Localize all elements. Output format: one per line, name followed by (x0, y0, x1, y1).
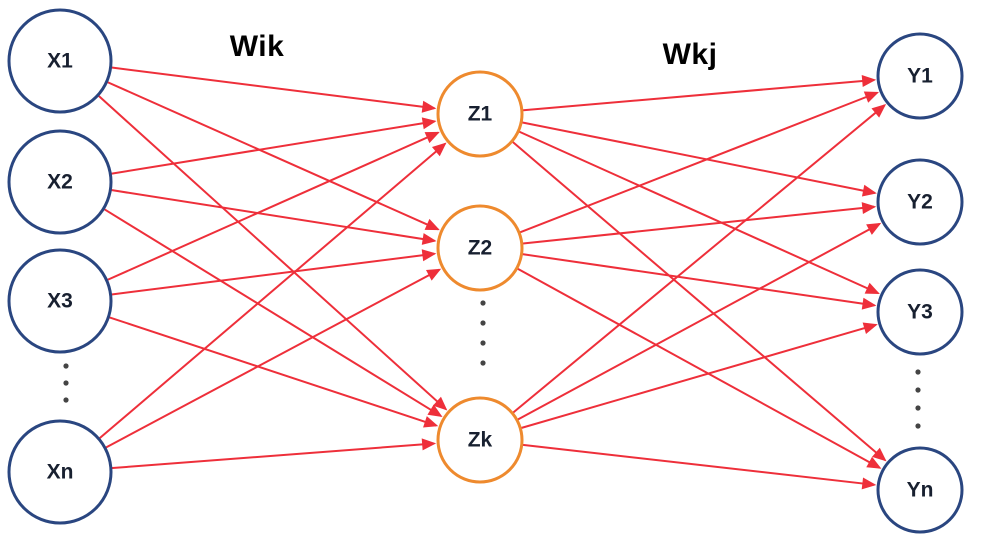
node-Y3: Y3 (876, 268, 964, 356)
edge-X1-Z2 (106, 80, 440, 231)
node-Yn: Yn (876, 446, 964, 534)
node-label-Xn: Xn (47, 461, 74, 484)
ellipsis-dot (480, 340, 486, 346)
edge-X1-Z1 (110, 66, 437, 113)
edge-Z2-Y2 (521, 202, 877, 245)
node-Y2: Y2 (876, 158, 964, 246)
node-Z2: Z2 (436, 204, 524, 292)
node-X1: X1 (7, 8, 113, 114)
node-X2: X2 (7, 129, 113, 235)
edge-X3-Z2 (110, 249, 437, 296)
edge-Zk-Y3 (520, 322, 878, 430)
edge-Zk-Y2 (516, 222, 882, 421)
edge-X2-Zk (102, 207, 443, 417)
node-circle-X1 (7, 8, 113, 114)
node-Zk: Zk (436, 396, 524, 484)
node-label-X2: X2 (47, 171, 73, 194)
node-label-Y1: Y1 (907, 65, 933, 88)
node-circle-Yn (876, 446, 964, 534)
edges (97, 66, 887, 490)
edge-Z1-Y2 (520, 121, 877, 197)
node-circle-Y1 (876, 32, 964, 120)
node-label-Zk: Zk (468, 429, 493, 452)
node-X3: X3 (7, 248, 113, 354)
edge-X2-Z2 (110, 188, 437, 245)
ellipsis-dot (63, 380, 69, 386)
ellipsis-dot (915, 369, 921, 375)
edge-Z2-Yn (516, 267, 882, 469)
node-circle-X2 (7, 129, 113, 235)
node-circle-Y2 (876, 158, 964, 246)
node-circle-Zk (436, 396, 524, 484)
node-label-X3: X3 (47, 290, 73, 313)
ellipsis-dot (63, 397, 69, 403)
node-label-Z1: Z1 (468, 103, 493, 126)
node-label-Yn: Yn (907, 479, 934, 502)
edge-X1-Zk (97, 94, 448, 411)
edge-Xn-Z2 (104, 268, 442, 449)
weight-label-wkj: Wkj (662, 38, 718, 71)
node-Xn: Xn (7, 419, 113, 525)
ellipsis-dot (480, 300, 486, 306)
edge-Z1-Yn (511, 140, 887, 462)
ellipsis-dot (915, 423, 921, 429)
node-circle-Z2 (436, 204, 524, 292)
edge-Xn-Z1 (98, 142, 447, 440)
weight-label-wik: Wik (229, 30, 285, 63)
ellipsis-dot (480, 320, 486, 326)
edge-Z2-Y1 (518, 91, 880, 234)
node-label-Z2: Z2 (468, 237, 493, 260)
node-circle-X3 (7, 248, 113, 354)
edge-X3-Zk (108, 316, 439, 428)
ellipsis-dot (915, 405, 921, 411)
edge-X3-Z1 (106, 131, 440, 282)
edge-Xn-Zk (110, 438, 437, 470)
edge-X2-Z1 (110, 117, 437, 175)
node-label-X1: X1 (47, 50, 73, 73)
node-circle-Z1 (436, 70, 524, 158)
node-Y1: Y1 (876, 32, 964, 120)
edge-Z1-Y3 (517, 130, 880, 295)
edge-Zk-Y1 (511, 104, 887, 414)
node-circle-Xn (7, 419, 113, 525)
node-label-Y3: Y3 (907, 301, 933, 324)
ellipsis-dot (915, 387, 921, 393)
node-label-Y2: Y2 (907, 191, 933, 214)
node-circle-Y3 (876, 268, 964, 356)
edge-Zk-Yn (521, 443, 877, 490)
node-Z1: Z1 (436, 70, 524, 158)
ellipsis-dot (480, 360, 486, 366)
ellipsis-dots (63, 300, 921, 429)
edge-Z1-Y1 (521, 75, 877, 112)
edge-Z2-Y3 (521, 253, 877, 310)
ellipsis-dot (63, 363, 69, 369)
